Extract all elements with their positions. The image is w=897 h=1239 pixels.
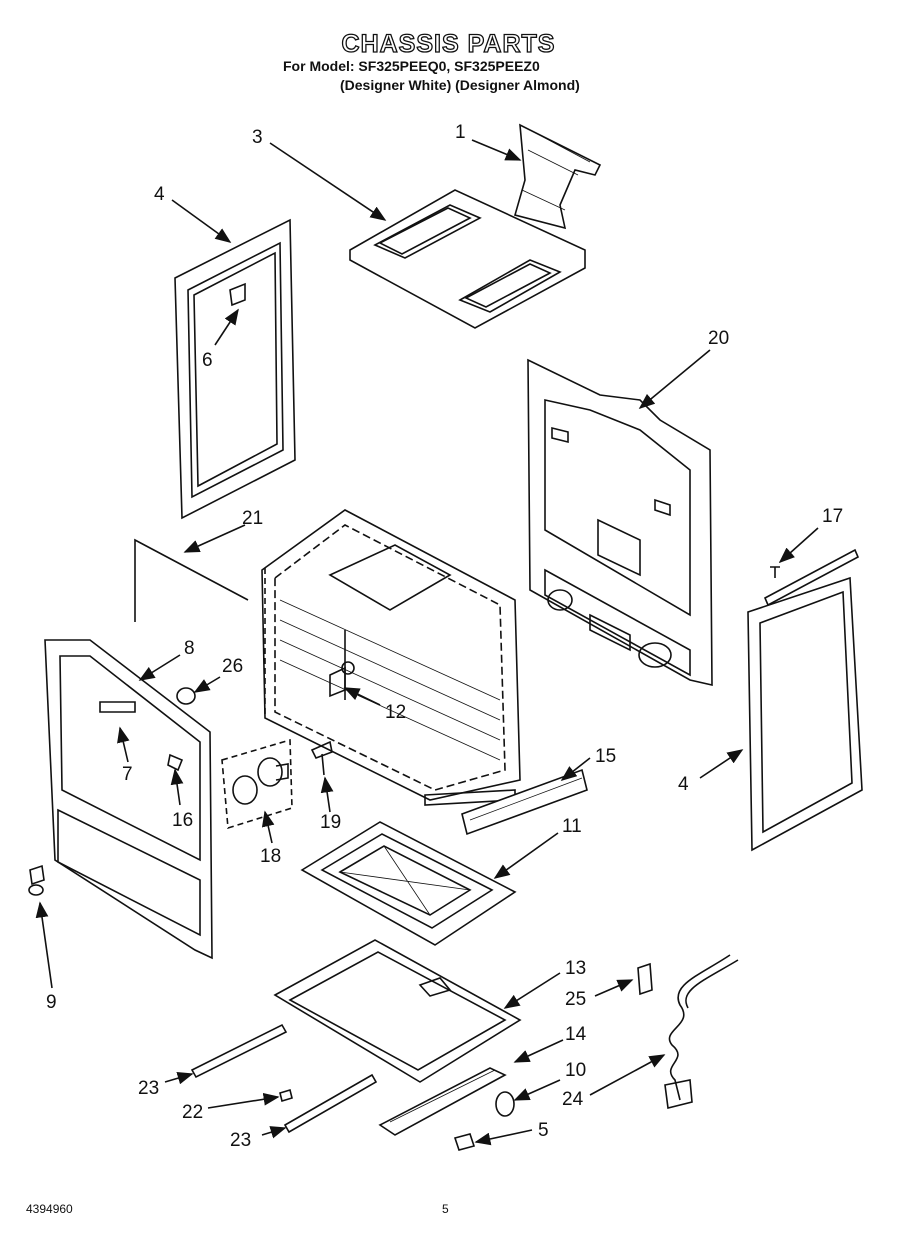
callout-19: 19 xyxy=(320,812,341,833)
callout-22: 22 xyxy=(182,1102,203,1123)
part-9-leveling-leg xyxy=(28,864,45,896)
part-23-rail-lower xyxy=(283,1073,378,1134)
part-22-clip xyxy=(279,1088,293,1103)
part-3-top-panel xyxy=(349,189,586,329)
part-13-base-panel xyxy=(273,939,522,1083)
callout-7: 7 xyxy=(122,764,133,785)
part-21-gasket xyxy=(134,538,249,622)
part-24-power-cord xyxy=(664,954,739,1109)
callout-6: 6 xyxy=(202,350,213,371)
callout-4-right: 4 xyxy=(678,774,689,795)
callout-26: 26 xyxy=(222,656,243,677)
callout-9: 9 xyxy=(46,992,57,1013)
callout-14: 14 xyxy=(565,1024,587,1045)
document-number: 4394960 xyxy=(26,1202,73,1216)
callout-13: 13 xyxy=(565,958,586,979)
part-4-side-panel-right xyxy=(747,576,863,852)
part-25-bracket xyxy=(637,962,653,996)
variants-line: (Designer White) (Designer Almond) xyxy=(340,77,580,93)
callout-21: 21 xyxy=(242,508,263,529)
part-4-side-panel-left xyxy=(174,218,296,520)
part-8-front-frame xyxy=(44,639,213,960)
callout-labels: 1 3 4 6 20 21 17 8 26 12 15 4 7 16 19 11… xyxy=(46,122,843,1151)
part-19-screw xyxy=(310,740,333,776)
leader-lines xyxy=(35,139,819,1146)
model-line: For Model: SF325PEEQ0, SF325PEEZ0 xyxy=(283,58,540,74)
callout-3: 3 xyxy=(252,127,263,148)
callout-25: 25 xyxy=(565,989,586,1010)
part-1-vent-bracket xyxy=(514,123,602,230)
part-23-rail-upper xyxy=(190,1023,288,1079)
part-17-screw xyxy=(763,548,860,607)
callout-8: 8 xyxy=(184,638,195,659)
part-26-plug xyxy=(176,687,196,705)
part-18-switch-assembly xyxy=(221,738,293,830)
callout-12: 12 xyxy=(385,702,406,723)
diagram-title: CHASSIS PARTS xyxy=(341,29,556,58)
part-20-rear-panel xyxy=(527,358,713,687)
callout-16: 16 xyxy=(172,810,193,831)
oven-liner xyxy=(261,509,521,806)
callout-17: 17 xyxy=(822,506,843,527)
page-number: 5 xyxy=(442,1202,449,1216)
part-14-rail xyxy=(378,1067,507,1136)
part-15-trim-strip xyxy=(461,768,588,836)
callout-15: 15 xyxy=(595,746,616,767)
part-5-clip xyxy=(453,1133,476,1151)
callout-11: 11 xyxy=(562,816,582,837)
callout-20: 20 xyxy=(708,328,729,349)
callout-24: 24 xyxy=(562,1089,584,1110)
callout-18: 18 xyxy=(260,846,281,867)
callout-4: 4 xyxy=(154,184,165,205)
callout-1: 1 xyxy=(455,122,466,143)
part-11-bottom-pan xyxy=(300,821,517,946)
callout-23-upper: 23 xyxy=(138,1078,159,1099)
part-10-caster xyxy=(495,1091,515,1117)
callout-23-lower: 23 xyxy=(230,1130,251,1151)
callout-10: 10 xyxy=(565,1060,586,1081)
callout-5: 5 xyxy=(538,1120,549,1141)
